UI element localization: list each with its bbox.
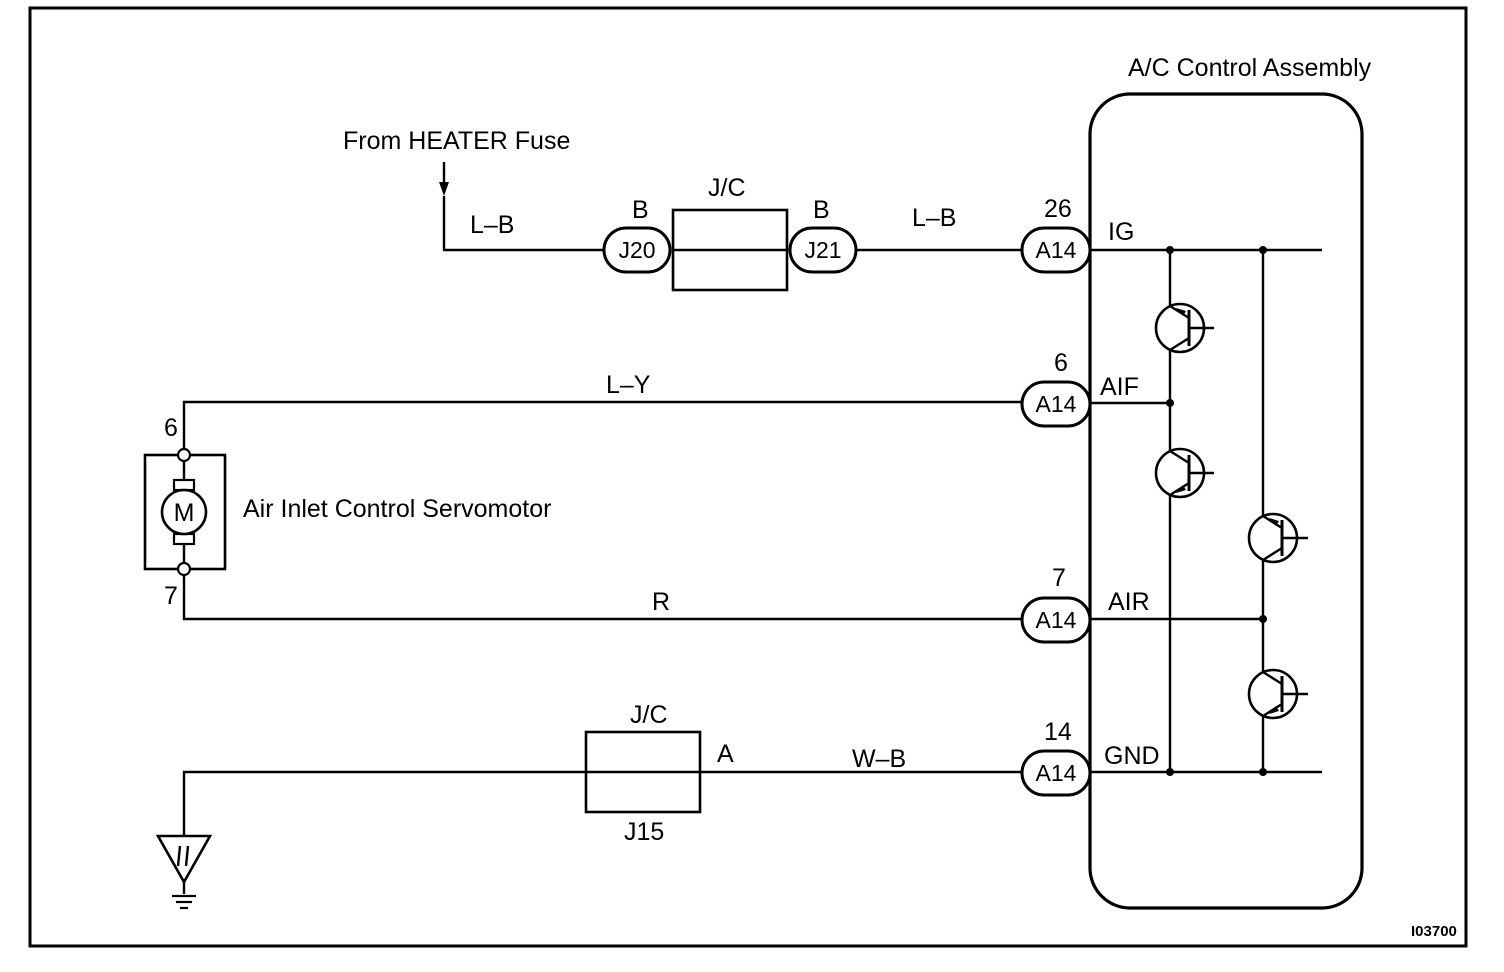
wire-label-wb: W–B — [852, 745, 906, 773]
terminal-ig-label: IG — [1108, 218, 1134, 246]
pin-26-number: 26 — [1044, 195, 1072, 223]
connector-j21-label: J21 — [804, 237, 841, 263]
wire-ground-drop — [182, 770, 586, 850]
transistor-icon — [1154, 302, 1214, 354]
jc-bottom-pin: A — [717, 740, 734, 768]
wire-r — [182, 575, 1022, 621]
terminal-air-label: AIR — [1108, 588, 1150, 616]
figure-id: I03700 — [1411, 923, 1457, 940]
feed-arrow-icon — [439, 162, 449, 196]
wire-label-ly: L–Y — [606, 371, 651, 399]
pin-6-number: 6 — [1054, 349, 1068, 377]
connector-a14-pin14-label: A14 — [1036, 760, 1077, 786]
connector-j20 — [602, 226, 672, 274]
connector-a14-pin26-label: A14 — [1036, 237, 1077, 263]
j15-label: J15 — [624, 818, 664, 846]
ground-icon — [155, 834, 213, 910]
pin-14-number: 14 — [1044, 718, 1072, 746]
wire-label-lb-left: L–B — [470, 211, 514, 239]
motor-pin-6: 6 — [164, 414, 178, 442]
terminal-gnd-label: GND — [1104, 742, 1160, 770]
pin-7-number: 7 — [1052, 564, 1066, 592]
transistor-icon — [1247, 668, 1308, 720]
terminal-aif-label: AIF — [1100, 373, 1139, 401]
transistor-icon — [1154, 447, 1214, 499]
heater-fuse-label: From HEATER Fuse — [343, 127, 570, 155]
jc-top-label: J/C — [708, 174, 746, 202]
ac-control-assembly-label: A/C Control Assembly — [1128, 54, 1372, 82]
wire-ly — [182, 400, 1022, 453]
wire-label-lb-right: L–B — [912, 204, 956, 232]
wire-label-r: R — [652, 588, 670, 616]
ac-control-assembly-box — [1088, 92, 1364, 910]
motor-pin-7: 7 — [164, 582, 178, 610]
servomotor-label: Air Inlet Control Servomotor — [243, 495, 551, 523]
connector-a14-pin6-label: A14 — [1036, 391, 1077, 417]
diagram-frame — [28, 6, 1468, 948]
connector-j20-label: J20 — [618, 237, 655, 263]
wire-lb-left — [442, 196, 606, 252]
servomotor: M — [143, 447, 227, 577]
jc-top-right-pin: B — [813, 196, 830, 224]
motor-symbol: M — [174, 499, 195, 527]
jc-top-left-pin: B — [632, 196, 649, 224]
internal-circuit — [1090, 246, 1322, 776]
transistor-icon — [1247, 512, 1308, 564]
jc-bottom-label: J/C — [630, 701, 668, 729]
connector-a14-pin7-label: A14 — [1036, 607, 1077, 633]
motor-icon — [160, 488, 208, 536]
